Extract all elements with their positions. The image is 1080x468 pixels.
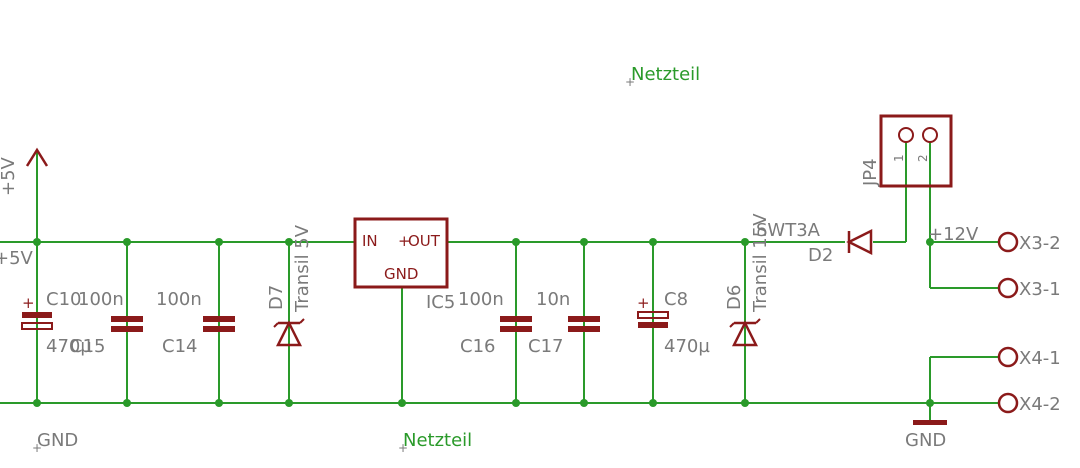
capacitor-c17: 10n C17 (528, 289, 600, 357)
junction (649, 399, 657, 407)
jp4-pin2: 2 (916, 154, 930, 162)
p5v-symbol-label: +5V (0, 156, 19, 196)
capacitor-c10: + C10 470µ (21, 289, 92, 357)
jumper-jp4: 1 2 JP4 (860, 114, 953, 188)
junction (926, 238, 934, 246)
p12v-label: +12V (928, 224, 979, 245)
junction (123, 399, 131, 407)
c17-value: 10n (536, 289, 570, 310)
c15-value: 100n (78, 289, 124, 310)
ic5-gnd-pin: GND (384, 265, 418, 283)
junction (512, 238, 520, 246)
c15-name: C15 (70, 336, 105, 357)
junctions (33, 238, 934, 407)
d7-name: D7 (266, 285, 287, 310)
c17-name: C17 (528, 336, 563, 357)
wires (0, 135, 1000, 420)
c16-value: 100n (458, 289, 504, 310)
junction (215, 399, 223, 407)
junction (741, 238, 749, 246)
p5v-wire-label: +5V (0, 248, 34, 269)
gnd-left-label: GND (37, 430, 78, 451)
x3-1-label: X3-1 (1019, 279, 1061, 300)
junction (512, 399, 520, 407)
net-labels: + Netzteil + Netzteil + GND (32, 64, 700, 455)
ground-symbol: GND (905, 420, 947, 451)
svg-text:+: + (22, 294, 35, 312)
diode-d6: D6 Transil 15V (724, 213, 771, 347)
junction (33, 238, 41, 246)
junction (649, 238, 657, 246)
x3-2-label: X3-2 (1019, 233, 1061, 254)
jp4-name: JP4 (860, 158, 881, 187)
d2-value: SWT3A (756, 220, 821, 241)
junction (285, 399, 293, 407)
d2-name: D2 (808, 245, 833, 266)
ic5-out-pin: OUT (408, 232, 441, 250)
terminal-x4-2: X4-2 (997, 392, 1061, 415)
c8-value: 470µ (664, 336, 710, 357)
d6-name: D6 (724, 285, 745, 310)
svg-text:+: + (398, 232, 411, 250)
x4-2-label: X4-2 (1019, 394, 1061, 415)
x4-1-label: X4-1 (1019, 348, 1061, 369)
c8-name: C8 (664, 289, 688, 310)
junction (398, 399, 406, 407)
c10-name: C10 (46, 289, 81, 310)
c16-name: C16 (460, 336, 495, 357)
svg-text:+: + (398, 441, 408, 455)
svg-text:+: + (637, 294, 650, 312)
ic5-name: IC5 (426, 292, 455, 313)
terminal-x3-2: X3-2 (997, 231, 1061, 254)
junction (215, 238, 223, 246)
terminal-x3-1: X3-1 (997, 277, 1061, 300)
d7-value: Transil 5V (292, 224, 313, 313)
junction (285, 238, 293, 246)
d6-value: Transil 15V (750, 213, 771, 313)
regulator-ic5: IN + OUT GND IC5 (353, 217, 455, 313)
c14-name: C14 (162, 336, 197, 357)
net-label-top: Netzteil (631, 64, 700, 85)
c10-value: 470µ (46, 336, 92, 357)
svg-text:+: + (32, 441, 42, 455)
c14-value: 100n (156, 289, 202, 310)
terminal-x4-1: X4-1 (997, 346, 1061, 369)
junction (580, 238, 588, 246)
junction (926, 399, 934, 407)
capacitor-c8: + C8 470µ (637, 289, 710, 357)
capacitor-c16: 100n C16 (458, 289, 532, 357)
p5v-supply-symbol: +5V (0, 147, 49, 196)
junction (580, 399, 588, 407)
jp4-pin1: 1 (892, 154, 906, 162)
svg-text:+: + (625, 75, 635, 89)
gnd-right-label: GND (905, 430, 946, 451)
net-label-bottom: Netzteil (403, 430, 472, 451)
capacitor-c15: 100n C15 (70, 289, 143, 357)
junction (33, 399, 41, 407)
diode-d2: SWT3A D2 (756, 220, 873, 266)
junction (123, 238, 131, 246)
ic5-in-pin: IN (362, 232, 378, 250)
capacitor-c14: 100n C14 (156, 289, 235, 357)
diode-d7: D7 Transil 5V (266, 224, 313, 347)
junction (741, 399, 749, 407)
